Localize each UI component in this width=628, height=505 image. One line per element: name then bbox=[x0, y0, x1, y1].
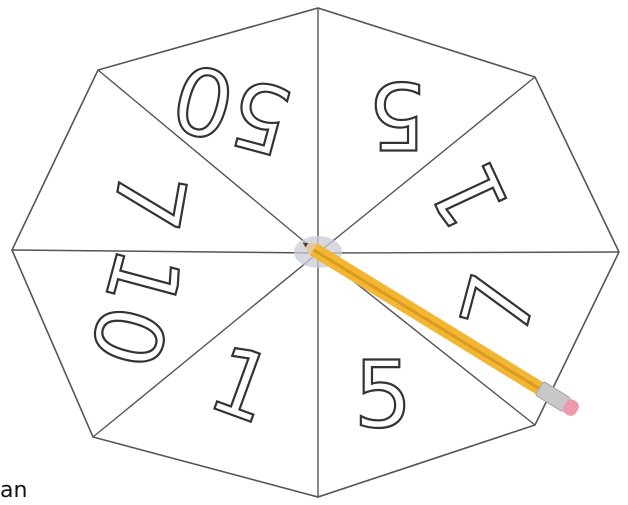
sector-label-bottom-right: 5 bbox=[354, 342, 413, 449]
sector-label-top-right: 5 bbox=[368, 62, 427, 169]
caption-text: an bbox=[0, 478, 27, 504]
